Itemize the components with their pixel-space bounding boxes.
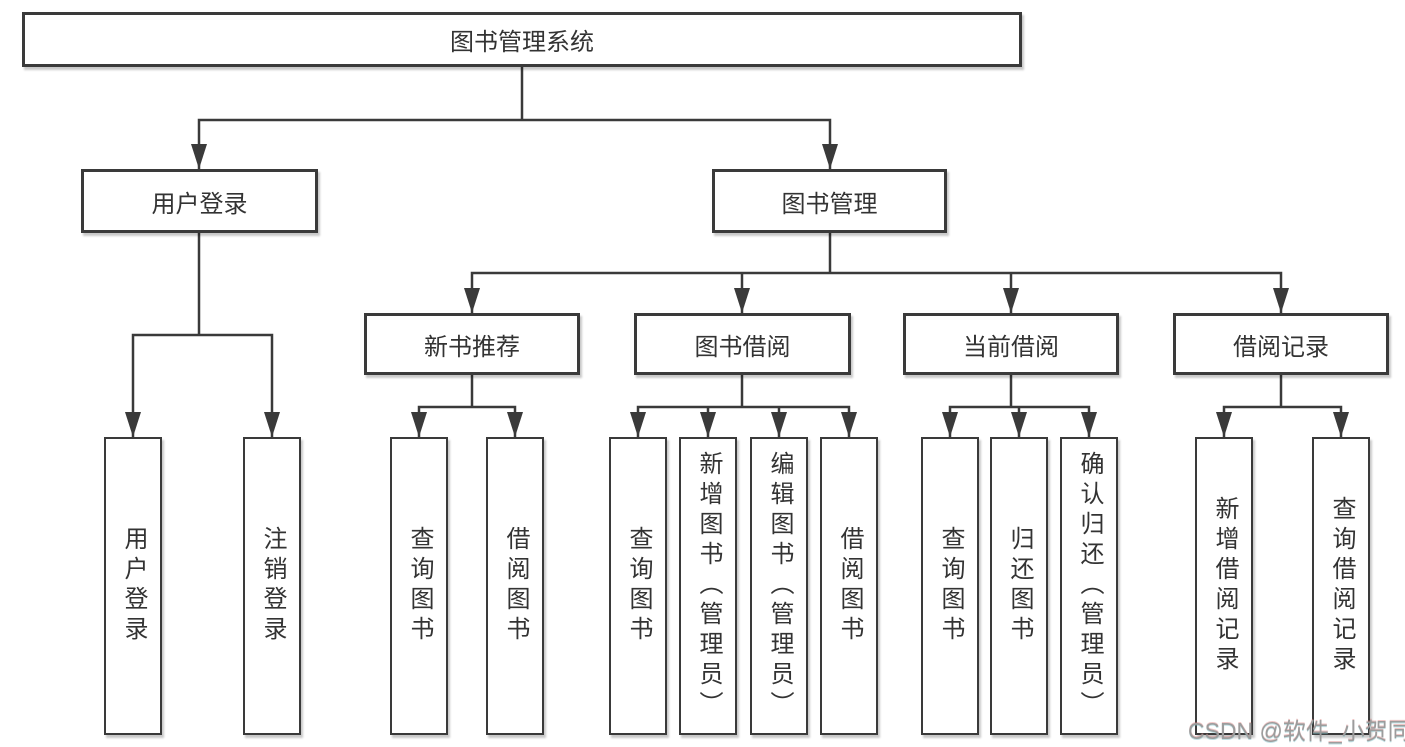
node-leaf-label: 借阅图书 bbox=[502, 526, 529, 646]
arrow-down-icon bbox=[630, 412, 646, 437]
node-book-management-label: 图书管理 bbox=[781, 190, 878, 218]
node-leaf-query-books-2: 查询图书 bbox=[609, 437, 667, 735]
node-leaf-label: 确认归还（管理员） bbox=[1076, 451, 1103, 721]
node-root: 图书管理系统 bbox=[22, 12, 1022, 67]
arrow-down-icon bbox=[700, 412, 716, 437]
connector-level1-split bbox=[197, 118, 832, 169]
node-leaf-label: 查询借阅记录 bbox=[1328, 496, 1355, 676]
arrow-down-icon bbox=[464, 288, 480, 313]
node-leaf-query-borrow-record: 查询借阅记录 bbox=[1312, 437, 1370, 735]
arrow-down-icon bbox=[1216, 412, 1232, 437]
connector-records-split bbox=[1222, 405, 1343, 437]
node-leaf-query-books-3: 查询图书 bbox=[921, 437, 979, 735]
node-book-management: 图书管理 bbox=[712, 169, 947, 233]
node-leaf-label: 编辑图书（管理员） bbox=[766, 451, 793, 721]
node-leaf-label: 用户登录 bbox=[120, 526, 147, 646]
connector-userlogin-split bbox=[131, 333, 274, 437]
arrow-down-icon bbox=[1273, 288, 1289, 313]
node-new-book-recommendation-label: 新书推荐 bbox=[424, 333, 520, 361]
node-new-book-recommendation: 新书推荐 bbox=[364, 313, 580, 375]
arrow-down-icon bbox=[411, 412, 427, 437]
arrowheads bbox=[125, 144, 1349, 437]
arrow-down-icon bbox=[841, 412, 857, 437]
node-leaf-label: 借阅图书 bbox=[836, 526, 863, 646]
node-user-login-label: 用户登录 bbox=[151, 190, 248, 218]
arrow-down-icon bbox=[1081, 412, 1097, 437]
node-leaf-label: 新增图书（管理员） bbox=[695, 451, 722, 721]
arrow-down-icon bbox=[191, 144, 207, 169]
node-leaf-label: 查询图书 bbox=[406, 526, 433, 646]
node-leaf-label: 归还图书 bbox=[1006, 526, 1033, 646]
connector-newbook-split bbox=[417, 405, 517, 437]
node-leaf-label: 查询图书 bbox=[625, 526, 652, 646]
node-leaf-logout: 注销登录 bbox=[243, 437, 301, 735]
node-current-borrowing-label: 当前借阅 bbox=[963, 333, 1059, 361]
node-root-label: 图书管理系统 bbox=[450, 29, 594, 56]
arrow-down-icon bbox=[1333, 412, 1349, 437]
arrow-down-icon bbox=[771, 412, 787, 437]
arrow-down-icon bbox=[1003, 288, 1019, 313]
arrow-down-icon bbox=[125, 412, 141, 437]
arrow-down-icon bbox=[734, 288, 750, 313]
connector-borrow-split bbox=[636, 405, 851, 437]
node-user-login: 用户登录 bbox=[81, 169, 318, 233]
arrow-down-icon bbox=[1011, 412, 1027, 437]
node-leaf-label: 新增借阅记录 bbox=[1211, 496, 1238, 676]
node-leaf-label: 注销登录 bbox=[259, 526, 286, 646]
node-leaf-add-books-admin: 新增图书（管理员） bbox=[679, 437, 737, 735]
arrow-down-icon bbox=[942, 412, 958, 437]
node-leaf-confirm-return-admin: 确认归还（管理员） bbox=[1060, 437, 1118, 735]
arrow-down-icon bbox=[507, 412, 523, 437]
arrow-down-icon bbox=[264, 412, 280, 437]
node-book-borrowing-label: 图书借阅 bbox=[694, 333, 791, 361]
node-leaf-borrow-books-1: 借阅图书 bbox=[486, 437, 544, 735]
watermark: CSDN @软件_小贺同学 bbox=[1188, 718, 1405, 744]
arrow-down-icon bbox=[822, 144, 838, 169]
node-leaf-borrow-books-2: 借阅图书 bbox=[820, 437, 878, 735]
node-leaf-user-login: 用户登录 bbox=[104, 437, 162, 735]
node-leaf-return-books: 归还图书 bbox=[990, 437, 1048, 735]
node-borrowing-records-label: 借阅记录 bbox=[1233, 333, 1329, 361]
node-book-borrowing: 图书借阅 bbox=[634, 313, 851, 375]
node-leaf-edit-books-admin: 编辑图书（管理员） bbox=[750, 437, 808, 735]
connector-level2-split bbox=[470, 271, 1283, 313]
node-leaf-query-books-1: 查询图书 bbox=[390, 437, 448, 735]
node-leaf-label: 查询图书 bbox=[937, 526, 964, 646]
node-leaf-add-borrow-record: 新增借阅记录 bbox=[1195, 437, 1253, 735]
node-current-borrowing: 当前借阅 bbox=[903, 313, 1119, 375]
node-borrowing-records: 借阅记录 bbox=[1173, 313, 1389, 375]
